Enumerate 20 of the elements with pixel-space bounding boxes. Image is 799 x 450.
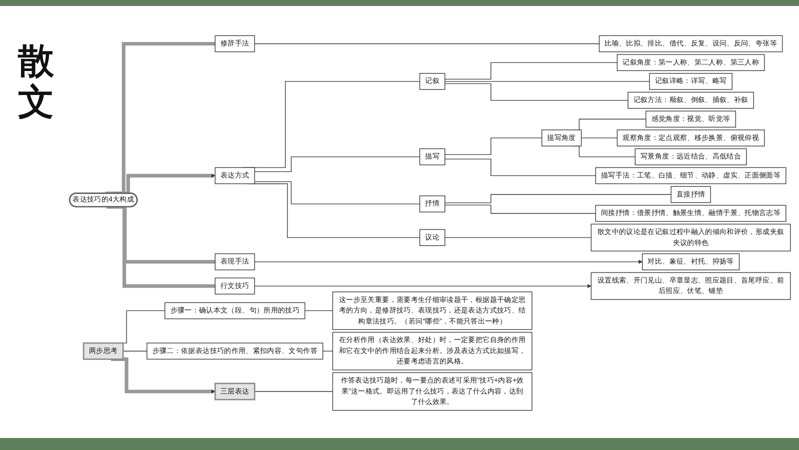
- connector: [444, 138, 542, 155]
- connector: [106, 205, 216, 288]
- connector: [254, 391, 334, 392]
- arrow: [254, 260, 642, 264]
- connector: [444, 237, 592, 238]
- arrow: [254, 284, 592, 288]
- connector: [444, 194, 672, 204]
- title: 散文: [18, 40, 55, 123]
- connector: [444, 158, 596, 176]
- connector: [254, 43, 600, 44]
- connector: [304, 310, 334, 312]
- connector: [444, 204, 596, 214]
- connector: [254, 156, 420, 172]
- connector: [122, 350, 148, 352]
- connector: [254, 181, 420, 204]
- arrow: [111, 357, 216, 394]
- connector: [322, 350, 334, 352]
- connector: [444, 62, 618, 80]
- connector: [444, 81, 650, 82]
- connector: [444, 83, 628, 101]
